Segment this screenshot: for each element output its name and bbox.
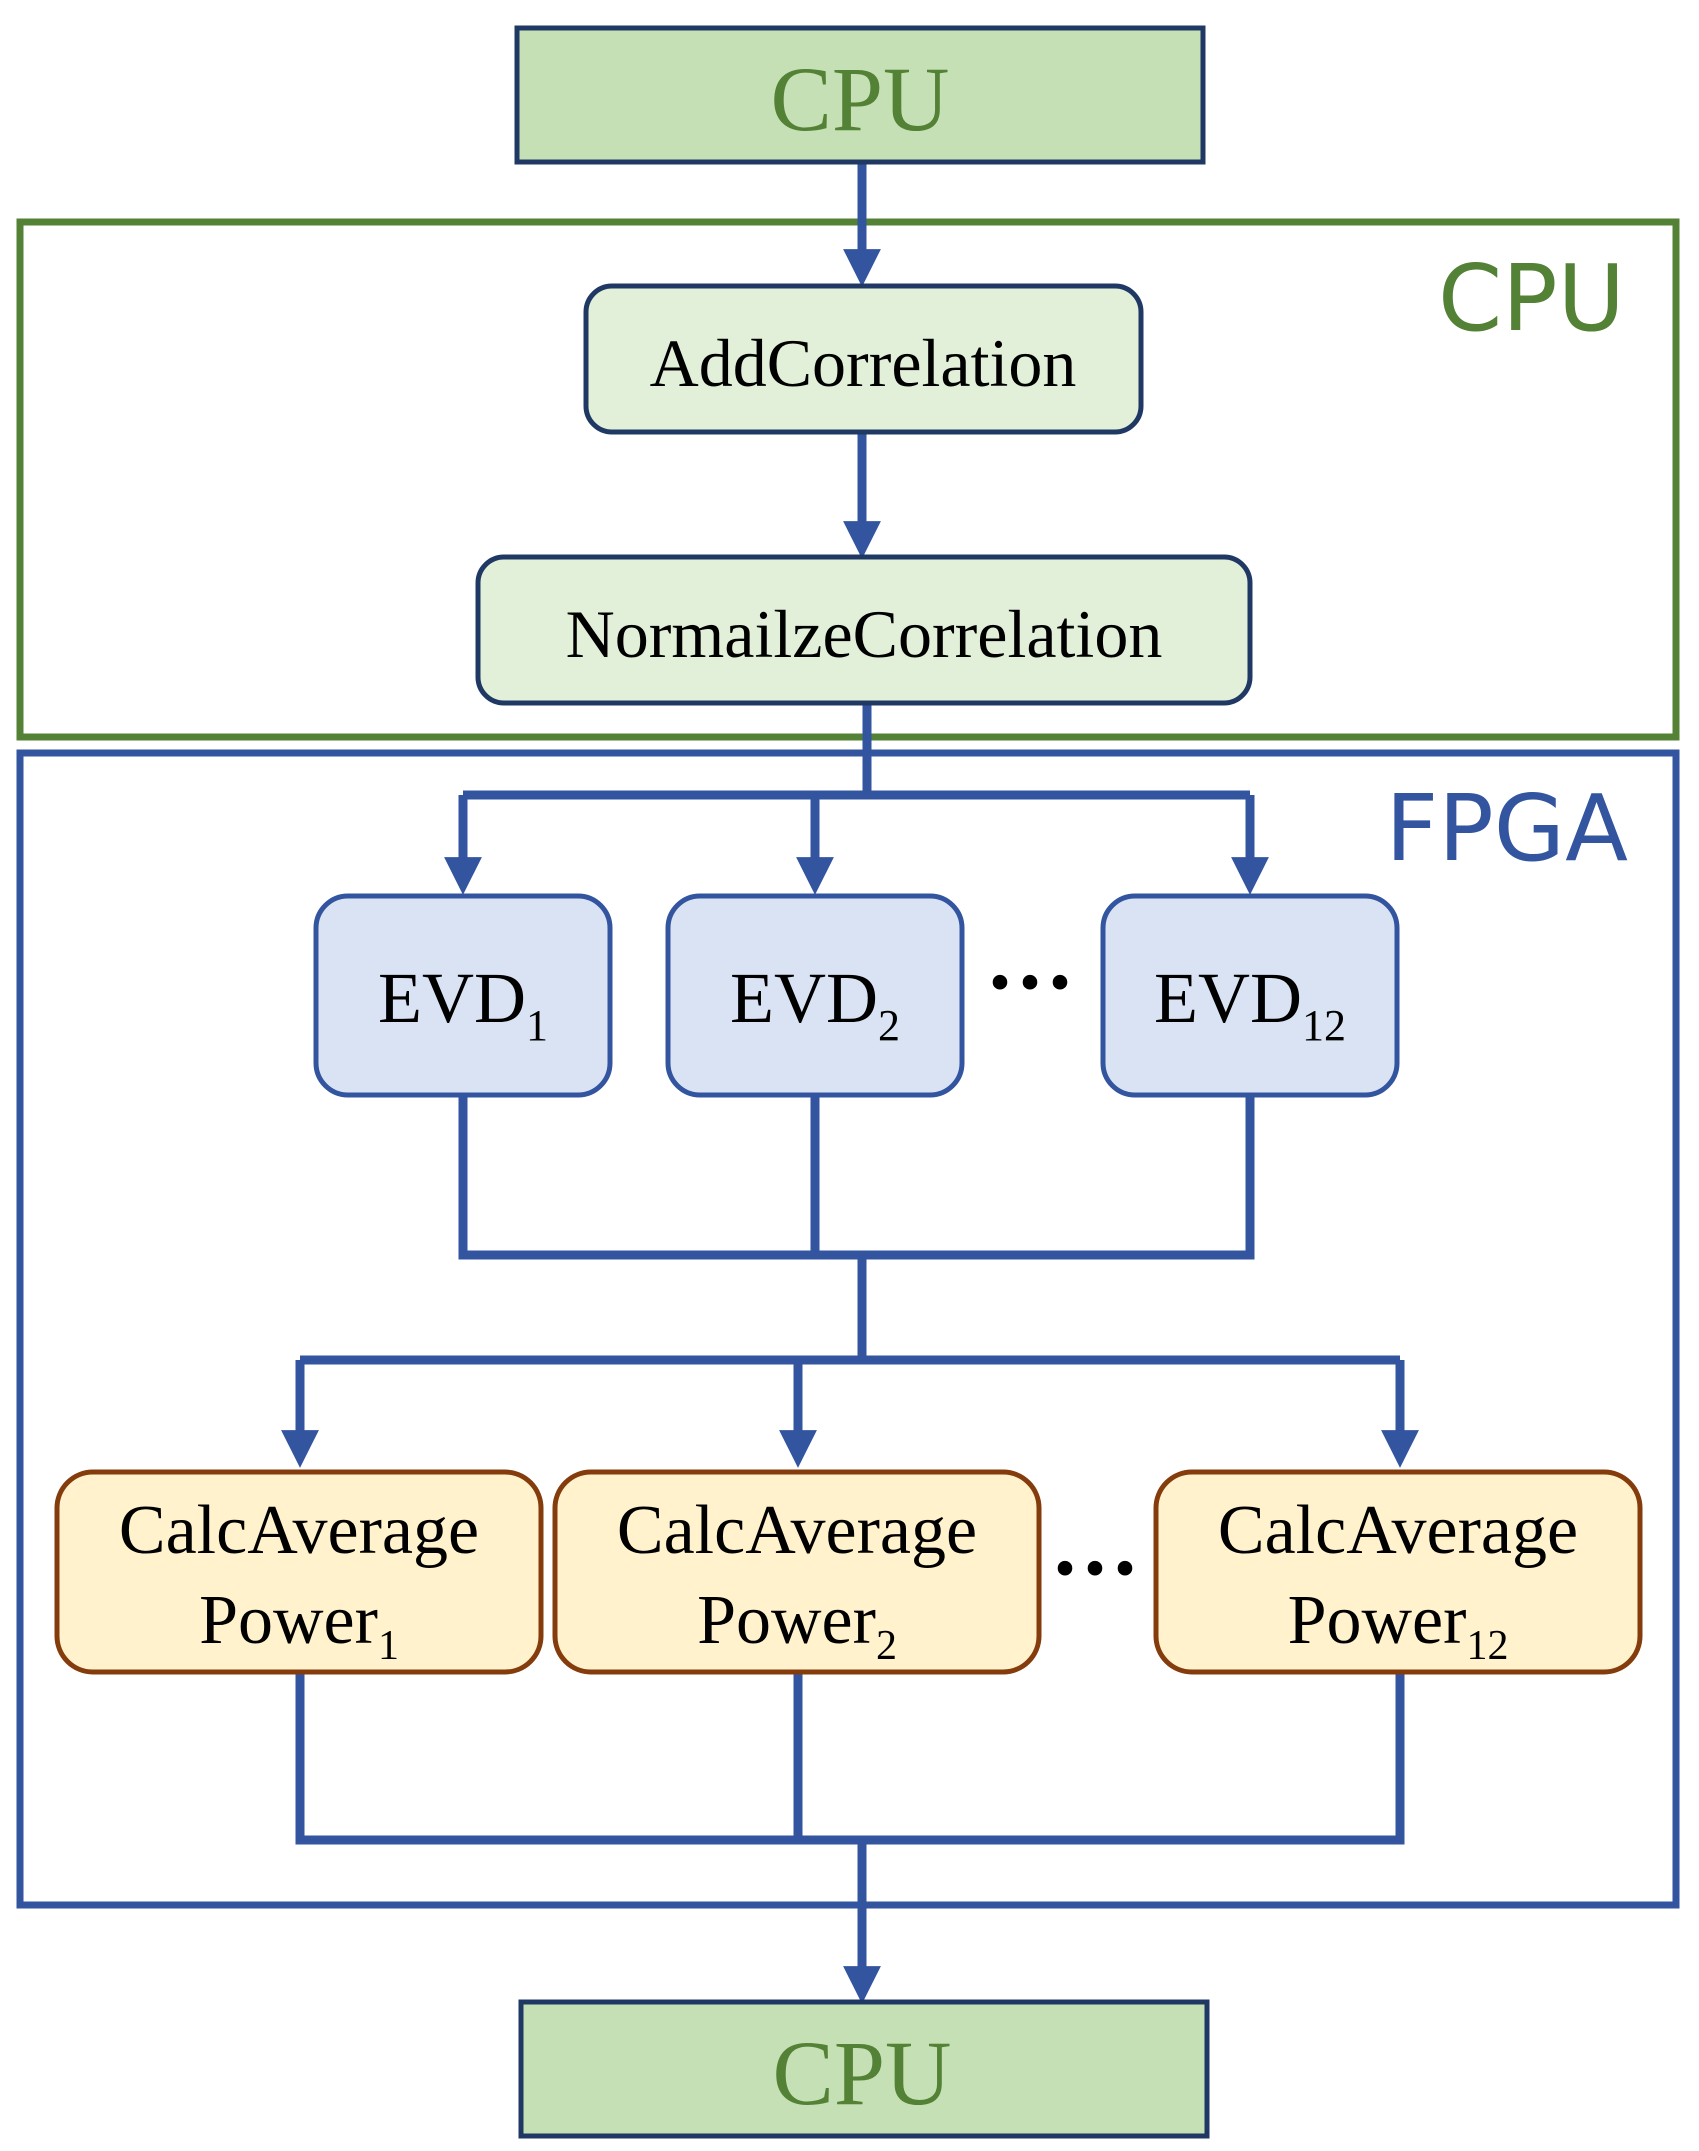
calc-1-line1: CalcAverage: [119, 1492, 479, 1569]
calc-2-line2: Power2: [697, 1582, 897, 1669]
fpga-group-label: FPGA: [1385, 775, 1628, 882]
evd-merge-bus: [458, 1095, 1255, 1260]
bottom-cpu-label: CPU: [773, 2022, 952, 2124]
calc-1-line2: Power1: [199, 1582, 399, 1669]
cpu-group-label: CPU: [1438, 245, 1625, 352]
evd-1-node: EVD1: [313, 893, 613, 1098]
calc-12-line2: Power12: [1288, 1582, 1509, 1669]
evd-1-label: EVD1: [378, 958, 548, 1050]
calc-ellipsis: ···: [1050, 1519, 1140, 1618]
calc-12-line1: CalcAverage: [1218, 1492, 1578, 1569]
evd-2-label: EVD2: [730, 958, 900, 1050]
add-correlation-label: AddCorrelation: [650, 325, 1077, 401]
normalize-correlation-label: NormailzeCorrelation: [566, 596, 1163, 672]
cpu-group-frame: [16, 218, 1680, 741]
calc-merge-bus: [295, 1672, 1405, 1845]
evd-12-node: EVD12: [1100, 893, 1400, 1098]
evd-2-node: EVD2: [665, 893, 965, 1098]
normalize-correlation-node: NormailzeCorrelation: [475, 554, 1253, 706]
connectors: [281, 162, 1419, 2004]
calc-12-node: CalcAverage Power12: [1153, 1469, 1643, 1675]
evd-ellipsis: ···: [985, 933, 1075, 1032]
fpga-group-frame: [16, 749, 1680, 1909]
evd-12-label: EVD12: [1154, 958, 1346, 1050]
calc-2-line1: CalcAverage: [617, 1492, 977, 1569]
top-cpu-label: CPU: [771, 48, 950, 150]
calc-1-node: CalcAverage Power1: [54, 1469, 544, 1675]
add-correlation-node: AddCorrelation: [583, 283, 1144, 435]
bottom-cpu-node: CPU: [518, 1999, 1210, 2139]
calc-2-node: CalcAverage Power2: [552, 1469, 1042, 1675]
top-cpu-node: CPU: [514, 25, 1206, 165]
